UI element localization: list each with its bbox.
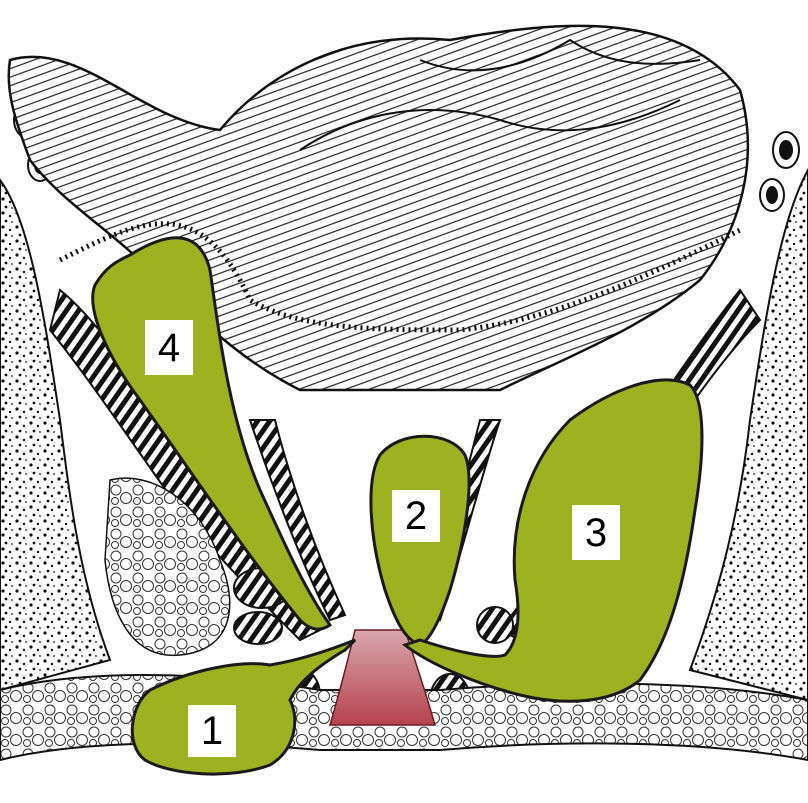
svg-text:4: 4 [158, 326, 180, 370]
svg-text:2: 2 [405, 494, 427, 538]
svg-text:1: 1 [201, 709, 223, 753]
label-4: 4 [145, 320, 193, 375]
svg-text:3: 3 [585, 511, 607, 555]
label-1: 1 [188, 705, 236, 757]
label-2: 2 [392, 490, 440, 542]
label-3: 3 [572, 505, 620, 560]
